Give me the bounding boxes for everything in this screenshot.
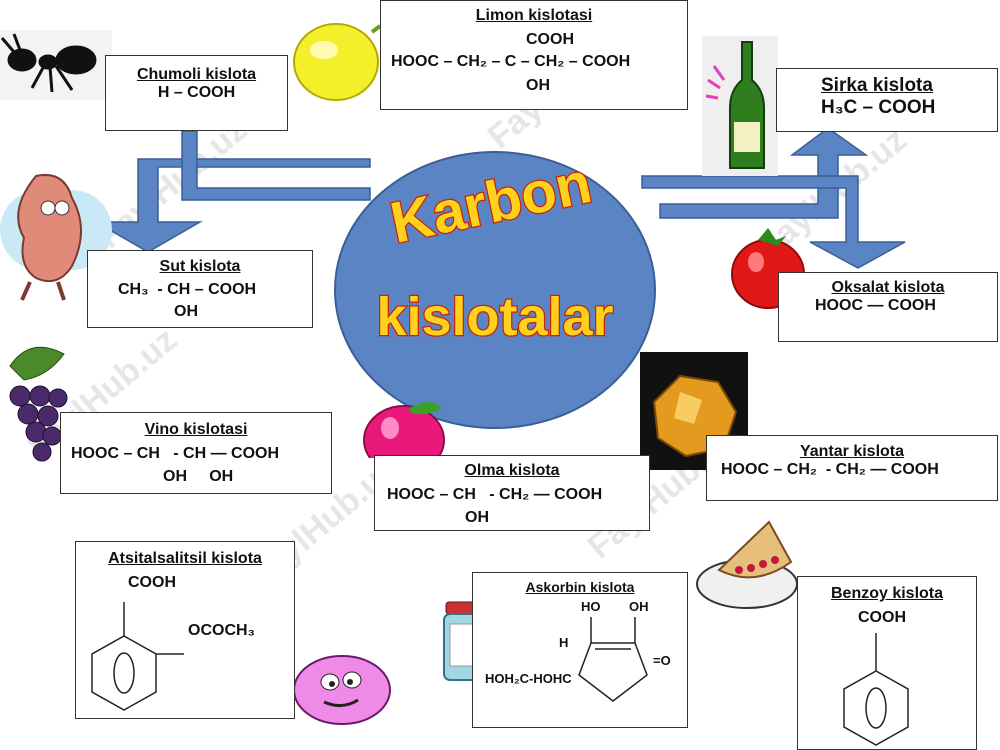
vino-acid-box: Vino kislotasi HOOC – CH - CH — COOH OH …	[60, 412, 332, 494]
limon-top-group: COOH	[526, 31, 574, 48]
bottle-icon	[702, 36, 778, 176]
atsitsalitsil-title: Atsitalsalitsil kislota	[108, 550, 262, 567]
benzoy-cooh: COOH	[858, 609, 906, 626]
askorbin-ring	[578, 617, 648, 702]
chumoli-formula: H – COOH	[157, 84, 236, 101]
limon-title: Limon kislotasi	[475, 7, 593, 24]
atsitsalitsil-acid-box: Atsitalsalitsil kislota COOH OCOCH₃	[75, 541, 295, 719]
pill-character-icon	[293, 655, 391, 725]
sut-sub: OH	[174, 303, 198, 320]
olma-formula: HOOC – CH - CH₂ — COOH	[387, 486, 603, 503]
yantar-formula: HOOC – CH₂ - CH₂ — COOH	[721, 461, 939, 478]
sirka-title: Sirka kislota	[821, 75, 933, 96]
pie-icon	[696, 520, 798, 609]
limon-main-chain: HOOC – CH₂ – C – CH₂ – COOH	[391, 53, 631, 70]
atsitsalitsil-cooh: COOH	[128, 574, 176, 591]
askorbin-side: HOH₂C-HOHC	[485, 671, 572, 686]
central-circle: Karbon kislotalar	[334, 150, 656, 429]
yantar-acid-box: Yantar kislota HOOC – CH₂ - CH₂ — COOH	[706, 435, 998, 501]
sut-acid-box: Sut kislota CH₃ - CH – COOH OH	[87, 250, 313, 328]
arrow-from-chumoli	[181, 130, 371, 201]
oksalat-title: Oksalat kislota	[831, 279, 945, 296]
sut-title: Sut kislota	[159, 258, 241, 275]
sut-formula: CH₃ - CH – COOH	[118, 281, 257, 298]
oksalat-acid-box: Oksalat kislota HOOC — COOH	[778, 272, 998, 342]
limon-bottom-group: OH	[526, 77, 550, 94]
benzene-ring-icon	[843, 633, 909, 746]
vino-formula: HOOC – CH - CH — COOH	[71, 445, 280, 462]
askorbin-eqo: =O	[653, 653, 671, 668]
benzoy-title: Benzoy kislota	[830, 585, 944, 602]
lemon-icon	[293, 23, 382, 101]
vino-title: Vino kislotasi	[144, 421, 248, 438]
vino-sub: OH OH	[163, 468, 234, 485]
grapes-icon	[9, 346, 68, 462]
arrow-to-sut	[93, 158, 371, 253]
apple-icon	[363, 402, 445, 458]
askorbin-ho: HO	[581, 599, 601, 614]
askorbin-oh: OH	[629, 599, 649, 614]
yantar-title: Yantar kislota	[799, 443, 905, 460]
chumoli-acid-box: Chumoli kislota H – COOH	[105, 55, 288, 131]
atsitsalitsil-ococh3: OCOCH₃	[188, 622, 255, 639]
olma-title: Olma kislota	[464, 462, 560, 479]
limon-acid-box: Limon kislotasi COOH HOOC – CH₂ – C – CH…	[380, 0, 688, 110]
chumoli-title: Chumoli kislota	[136, 66, 257, 83]
olma-sub: OH	[465, 509, 489, 526]
stomach-character-icon	[0, 174, 112, 301]
olma-acid-box: Olma kislota HOOC – CH - CH₂ — COOH OH	[374, 455, 650, 531]
benzene-ring-icon	[91, 602, 184, 711]
arrow-to-oksalat	[641, 175, 906, 269]
askorbin-title: Askorbin kislota	[525, 579, 635, 595]
oksalat-formula: HOOC — COOH	[815, 297, 936, 314]
benzoy-acid-box: Benzoy kislota COOH	[797, 576, 977, 750]
askorbin-acid-box: Askorbin kislota HO OH H =O HOH₂C-HOHC	[472, 572, 688, 728]
kislotalar-title: kislotalar	[376, 287, 613, 347]
askorbin-h: H	[559, 635, 569, 650]
ant-icon	[0, 30, 112, 100]
sirka-acid-box: Sirka kislota H₃C – COOH	[776, 68, 998, 132]
sirka-formula: H₃C – COOH	[821, 97, 936, 118]
